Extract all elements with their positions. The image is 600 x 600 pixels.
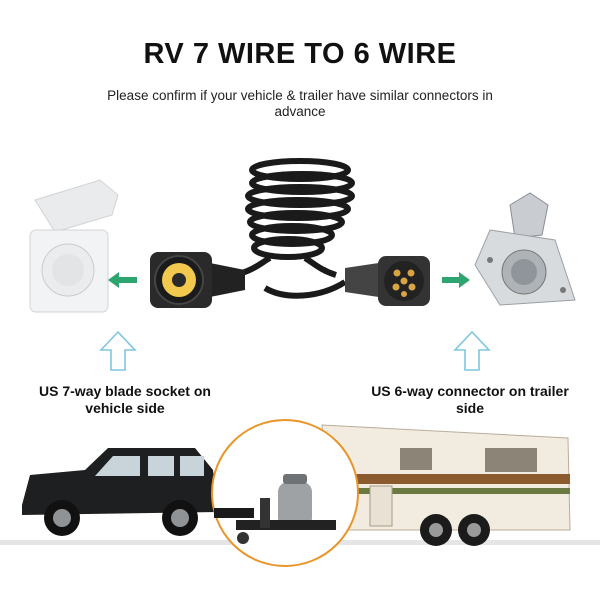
page-title: RV 7 WIRE TO 6 WIRE	[143, 38, 457, 70]
arrow-right-icon	[442, 272, 470, 288]
arrow-left-icon	[108, 272, 137, 288]
vehicle-socket-illustration	[29, 179, 119, 313]
right-caption: US 6-way connector on trailer side	[371, 383, 569, 416]
seven-way-plug	[150, 252, 245, 308]
suv-illustration	[22, 448, 218, 536]
arrow-up-icon	[453, 330, 491, 371]
trailer-illustration	[321, 424, 571, 546]
trailer-connector-illustration	[474, 192, 576, 306]
subtitle: Please confirm if your vehicle & trailer…	[107, 88, 493, 119]
hitch-highlight	[211, 419, 359, 567]
six-way-plug	[345, 256, 430, 306]
left-caption: US 7-way blade socket on vehicle side	[39, 383, 211, 416]
arrow-up-icon	[99, 330, 137, 371]
coiled-cable	[234, 158, 355, 299]
